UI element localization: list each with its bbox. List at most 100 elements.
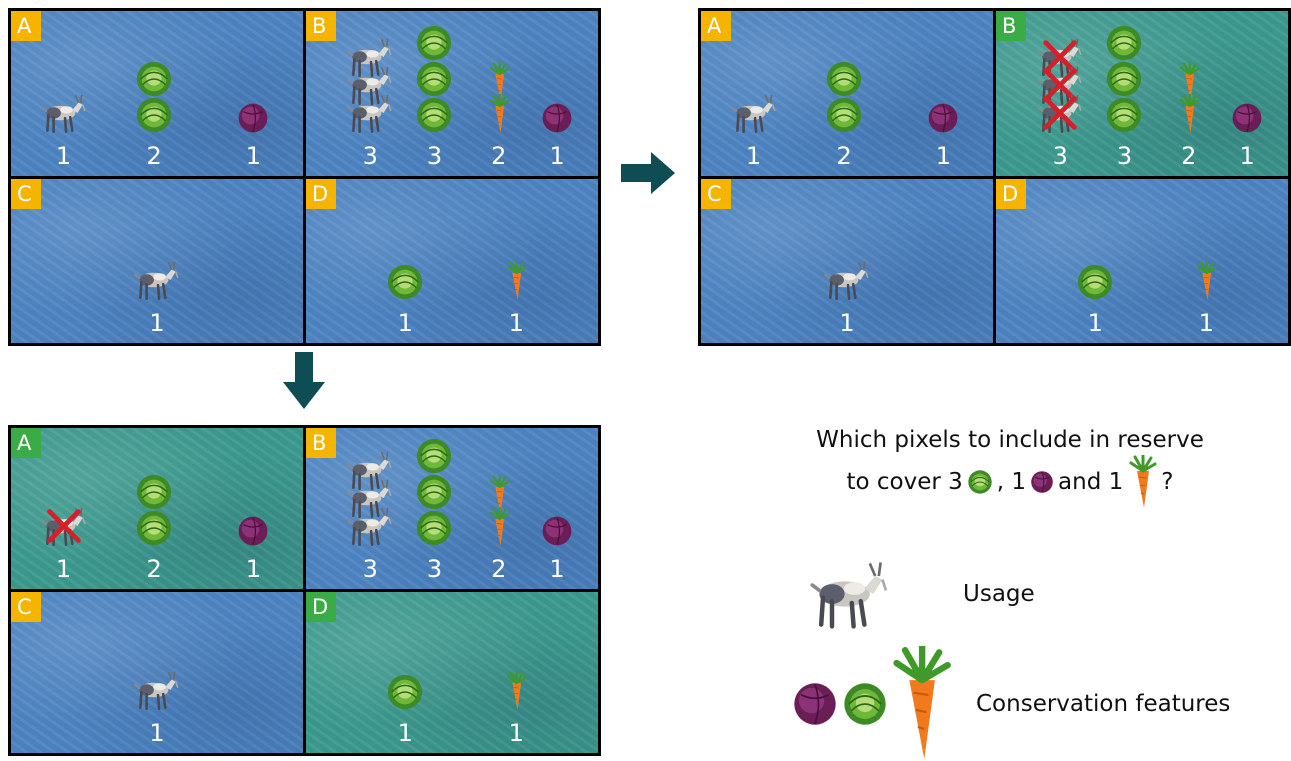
pixel-cell-b[interactable]: B 3 xyxy=(306,428,598,589)
feature-count: 1 xyxy=(397,309,413,337)
feature-count: 1 xyxy=(508,309,524,337)
feature-count: 3 xyxy=(362,555,378,583)
green-cabbage-icon xyxy=(135,96,173,134)
carrot-icon xyxy=(488,92,510,134)
feature-column: 1 xyxy=(481,670,551,747)
red-cabbage-icon xyxy=(237,515,269,547)
feature-column: 1 xyxy=(218,515,288,581)
feature-count: 1 xyxy=(149,309,165,337)
arrow-right-icon xyxy=(621,152,675,194)
question-line-2: to cover 3 , 1 and 1 ? xyxy=(770,453,1250,509)
feature-column: 3 xyxy=(335,449,405,581)
carrot-icon xyxy=(488,60,510,102)
green-cabbage-icon xyxy=(135,473,173,511)
arrow-down-icon xyxy=(283,352,325,409)
red-cabbage-icon xyxy=(541,102,573,134)
legend-usage: Usage xyxy=(805,558,1035,630)
cell-label: D xyxy=(306,592,336,622)
green-cabbage-icon xyxy=(386,673,424,711)
feature-count: 1 xyxy=(149,719,165,747)
pixel-cell-d[interactable]: D 1 1 xyxy=(306,178,598,343)
pixel-cell-d[interactable]: D 1 1 xyxy=(996,178,1288,343)
pixel-cell-d[interactable]: D 1 1 xyxy=(306,592,598,753)
feature-column: 1 xyxy=(908,102,978,168)
feature-column: 1 xyxy=(122,669,192,745)
green-cabbage-icon xyxy=(825,60,863,98)
feature-count: 1 xyxy=(1239,141,1255,170)
goat-icon xyxy=(1034,92,1086,134)
legend-conservation: Conservation features xyxy=(792,642,1231,761)
feature-column: 2 xyxy=(464,60,534,168)
pixel-cell-b[interactable]: B 3 xyxy=(996,11,1288,176)
green-cabbage-icon xyxy=(842,681,888,727)
goat-icon xyxy=(344,477,396,519)
carrot-icon xyxy=(488,506,510,547)
feature-column: 3 xyxy=(335,36,405,168)
pixel-cell-a[interactable]: A 1 2 1 xyxy=(701,11,993,176)
cross-mark-icon xyxy=(46,508,82,544)
feature-column: 2 xyxy=(809,60,879,168)
feature-count: 1 xyxy=(508,719,524,747)
feature-count: 1 xyxy=(1087,309,1103,337)
goat-icon xyxy=(805,558,895,630)
carrot-icon xyxy=(488,474,510,515)
feature-count: 1 xyxy=(1198,309,1214,337)
feature-column: 1 xyxy=(29,505,99,581)
feature-count: 1 xyxy=(549,555,565,583)
pixel-cell-a[interactable]: A 1 2 1 xyxy=(11,428,303,589)
green-cabbage-icon xyxy=(415,473,453,511)
red-cabbage-icon xyxy=(927,102,959,134)
feature-count: 2 xyxy=(146,555,162,583)
feature-column: 2 xyxy=(1154,60,1224,168)
carrot-icon xyxy=(888,642,952,761)
green-cabbage-icon xyxy=(967,469,993,495)
cell-label: A xyxy=(701,11,731,41)
pixel-cell-c[interactable]: C 1 xyxy=(11,178,303,343)
feature-count: 1 xyxy=(549,141,565,170)
green-cabbage-icon xyxy=(135,60,173,98)
feature-column: 1 xyxy=(218,102,288,168)
feature-column: 1 xyxy=(522,102,592,168)
pixel-cell-c[interactable]: C 1 xyxy=(701,178,993,343)
feature-column: 3 xyxy=(1089,24,1159,168)
feature-count: 1 xyxy=(245,555,261,583)
green-cabbage-icon xyxy=(1105,96,1143,134)
cell-label: C xyxy=(11,178,41,209)
red-cabbage-icon xyxy=(1231,102,1263,134)
cell-label: D xyxy=(306,178,336,209)
feature-count: 1 xyxy=(245,141,261,170)
carrot-icon xyxy=(1178,92,1200,134)
feature-column: 1 xyxy=(1060,263,1130,335)
feature-column: 3 xyxy=(399,437,469,581)
red-cabbage-icon xyxy=(1030,470,1054,494)
feature-column: 1 xyxy=(1212,102,1282,168)
feature-column: 3 xyxy=(1025,36,1095,168)
carrot-icon xyxy=(505,670,527,711)
legend-conservation-label: Conservation features xyxy=(976,690,1231,717)
feature-count: 2 xyxy=(491,555,507,583)
feature-column: 1 xyxy=(481,260,551,337)
feature-column: 1 xyxy=(122,259,192,335)
green-cabbage-icon xyxy=(415,24,453,62)
feature-column: 2 xyxy=(119,473,189,581)
feature-count: 1 xyxy=(935,141,951,170)
feature-column: 1 xyxy=(370,263,440,335)
red-cabbage-icon xyxy=(541,515,573,547)
pixel-cell-b[interactable]: B 3 xyxy=(306,11,598,176)
goat-icon xyxy=(821,259,873,301)
cell-label: A xyxy=(11,428,41,458)
question-text: Which pixels to include in reserve to co… xyxy=(770,425,1250,509)
pixel-cell-a[interactable]: A 1 2 1 xyxy=(11,11,303,176)
pixel-cell-c[interactable]: C 1 xyxy=(11,592,303,753)
red-cabbage-icon xyxy=(792,681,838,727)
cross-mark-icon xyxy=(1042,39,1078,75)
feature-count: 3 xyxy=(426,141,443,170)
feature-count: 1 xyxy=(397,719,413,747)
feature-column: 1 xyxy=(370,673,440,745)
green-cabbage-icon xyxy=(415,437,453,475)
goat-icon xyxy=(131,669,183,711)
goat-icon xyxy=(38,92,90,134)
